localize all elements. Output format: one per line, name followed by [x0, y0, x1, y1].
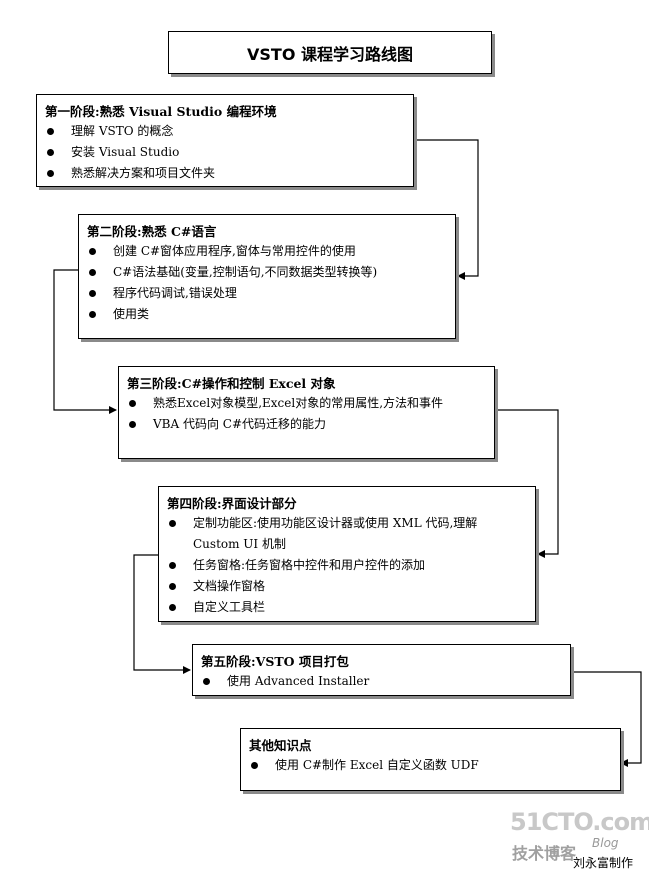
list-item: 理解 VSTO 的概念 — [45, 121, 407, 142]
list-item: 使用 C#制作 Excel 自定义函数 UDF — [249, 755, 614, 776]
bullet-icon — [169, 583, 176, 590]
bullet-icon — [89, 248, 96, 255]
list-item: 创建 C#窗体应用程序,窗体与常用控件的使用 — [87, 241, 449, 262]
bullet-icon — [251, 762, 258, 769]
bullet-icon — [89, 311, 96, 318]
list-item: 文档操作窗格 — [167, 576, 529, 597]
list-item: 自定义工具栏 — [167, 597, 529, 618]
bullet-icon — [47, 149, 54, 156]
stage-1-box: 第一阶段:熟悉 Visual Studio 编程环境 理解 VSTO 的概念 安… — [36, 94, 414, 187]
bullet-icon — [47, 128, 54, 135]
roadmap-title-box: VSTO 课程学习路线图 — [168, 31, 492, 74]
bullet-icon — [89, 290, 96, 297]
watermark-subtitle: 技术博客 — [512, 844, 577, 863]
bullet-icon — [129, 421, 136, 428]
bullet-icon — [169, 520, 176, 527]
other-knowledge-box: 其他知识点 使用 C#制作 Excel 自定义函数 UDF — [240, 728, 621, 791]
connector-5-6 — [571, 671, 642, 767]
stage-2-box: 第二阶段:熟悉 C#语言 创建 C#窗体应用程序,窗体与常用控件的使用 C#语法… — [78, 214, 456, 339]
stage-2-title: 第二阶段:熟悉 C#语言 — [87, 224, 217, 239]
bullet-icon — [129, 400, 136, 407]
list-item: 熟悉解决方案和项目文件夹 — [45, 163, 407, 184]
list-item: 任务窗格:任务窗格中控件和用户控件的添加 — [167, 555, 529, 576]
bullet-icon — [203, 678, 210, 685]
watermark-logo: 51CTO.com — [510, 808, 649, 836]
stage-5-title: 第五阶段:VSTO 项目打包 — [201, 654, 349, 669]
list-item: 安装 Visual Studio — [45, 142, 407, 163]
roadmap-title: VSTO 课程学习路线图 — [247, 44, 413, 64]
bullet-icon — [169, 562, 176, 569]
stage-3-title: 第三阶段:C#操作和控制 Excel 对象 — [127, 376, 336, 391]
stage-1-title: 第一阶段:熟悉 Visual Studio 编程环境 — [45, 104, 277, 119]
stage-4-title: 第四阶段:界面设计部分 — [167, 496, 297, 511]
bullet-icon — [169, 604, 176, 611]
bullet-icon — [47, 170, 54, 177]
other-knowledge-title: 其他知识点 — [249, 738, 312, 753]
stage-5-box: 第五阶段:VSTO 项目打包 使用 Advanced Installer — [192, 644, 571, 696]
list-item: 程序代码调试,错误处理 — [87, 283, 449, 304]
connector-2-3 — [53, 269, 117, 414]
list-item: 熟悉Excel对象模型,Excel对象的常用属性,方法和事件 — [127, 393, 488, 414]
connector-4-5 — [133, 554, 191, 674]
list-item-continuation: Custom UI 机制 — [193, 537, 286, 551]
list-item: 使用 Advanced Installer — [201, 671, 564, 692]
stage-3-box: 第三阶段:C#操作和控制 Excel 对象 熟悉Excel对象模型,Excel对… — [118, 366, 495, 459]
author-credit: 刘永富制作 — [573, 856, 634, 870]
list-item: 使用类 — [87, 304, 449, 325]
watermark-blog: Blog — [592, 836, 619, 850]
bullet-icon — [89, 269, 96, 276]
list-item: C#语法基础(变量,控制语句,不同数据类型转换等) — [87, 262, 449, 283]
connector-3-4 — [495, 409, 559, 558]
connector-1-2 — [414, 139, 479, 280]
list-item: VBA 代码向 C#代码迁移的能力 — [127, 414, 488, 435]
